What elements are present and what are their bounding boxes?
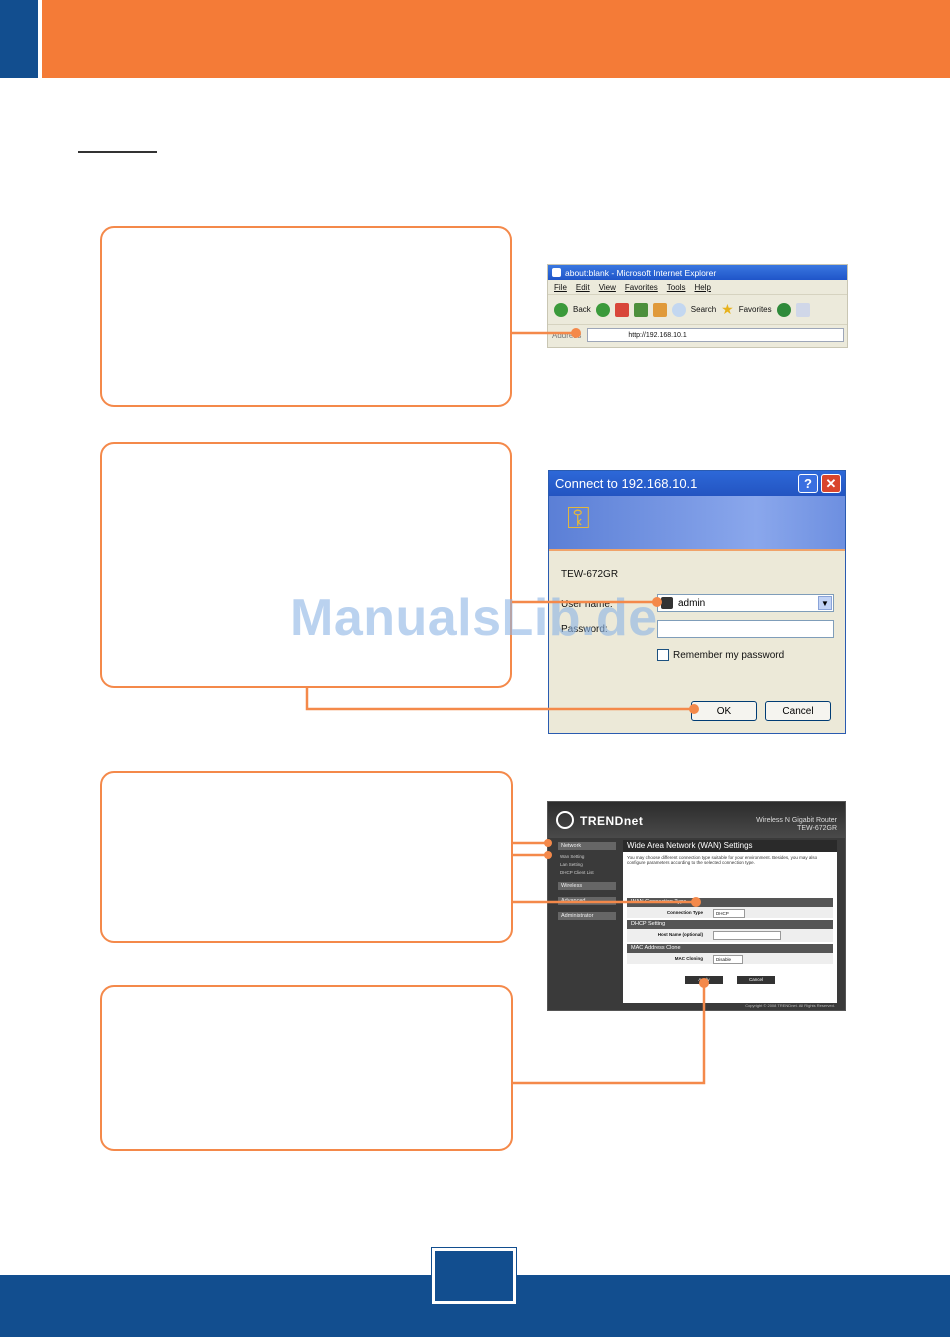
- mac-cloning-label: MAC Cloning: [674, 956, 703, 961]
- ie-menu-tools[interactable]: Tools: [666, 282, 686, 292]
- media-icon[interactable]: [776, 302, 791, 317]
- wan-settings-panel: Wide Area Network (WAN) Settings You may…: [623, 840, 837, 1003]
- connection-type-select[interactable]: DHCP: [713, 909, 745, 918]
- refresh-icon[interactable]: [633, 302, 648, 317]
- nav-sub-lan-setting[interactable]: Lan Setting: [560, 862, 583, 867]
- nav-network[interactable]: Network: [558, 842, 616, 850]
- back-arrow-icon[interactable]: [554, 302, 568, 317]
- nav-advanced[interactable]: Advanced: [558, 897, 616, 905]
- password-label: Password:: [561, 624, 608, 635]
- keys-icon: ⚿: [567, 502, 590, 535]
- remember-password-checkbox[interactable]: [657, 649, 669, 661]
- ie-menu-help[interactable]: Help: [694, 282, 711, 292]
- router-copyright: Copyright © 2008 TRENDnet. All Rights Re…: [745, 1003, 835, 1008]
- ie-menu-edit[interactable]: Edit: [575, 282, 590, 292]
- user-icon: [661, 597, 673, 609]
- router-web-ui: TRENDnet Wireless N Gigabit Router TEW-6…: [547, 801, 846, 1011]
- ie-menu-bar: File Edit View Favorites Tools Help: [548, 280, 847, 295]
- ie-menu-favorites[interactable]: Favorites: [624, 282, 658, 292]
- wan-connection-type-section: WAN Connection Type: [627, 898, 833, 907]
- host-name-label: Host Name (optional): [657, 932, 703, 937]
- ie-address-label: Address: [552, 330, 582, 340]
- mac-clone-section: MAC Address Clone: [627, 944, 833, 953]
- password-field[interactable]: [657, 620, 834, 638]
- host-name-row: Host Name (optional): [627, 929, 833, 942]
- login-dialog-title-bar: Connect to 192.168.10.1 ? ✕: [549, 471, 845, 496]
- cancel-button[interactable]: Cancel: [765, 701, 831, 721]
- router-product-line1: Wireless N Gigabit Router: [756, 817, 837, 824]
- header-orange-bar: [42, 0, 950, 78]
- dhcp-setting-section: DHCP Setting: [627, 920, 833, 929]
- ok-button[interactable]: OK: [691, 701, 757, 721]
- ie-address-value: http://192.168.10.1: [628, 331, 687, 339]
- ie-search-label[interactable]: Search: [690, 305, 717, 314]
- header-blue-block: [0, 0, 38, 78]
- mac-cloning-row: MAC Cloning Disable: [627, 953, 833, 964]
- callout-box-step-4: [100, 985, 513, 1151]
- router-cancel-button[interactable]: Cancel: [737, 976, 775, 984]
- callout-box-step-3: [100, 771, 513, 943]
- search-icon[interactable]: [671, 302, 686, 317]
- ie-favorites-label[interactable]: Favorites: [738, 305, 772, 314]
- router-product-line2: TEW-672GR: [797, 825, 837, 832]
- ie-title-text: about:blank - Microsoft Internet Explore…: [565, 267, 717, 278]
- close-icon[interactable]: ✕: [821, 474, 841, 493]
- ie-address-bar: Address http://192.168.10.1: [548, 325, 847, 345]
- ie-page-icon: [552, 268, 561, 277]
- nav-sub-wan-setting[interactable]: Wan Setting: [560, 854, 585, 859]
- chevron-down-icon[interactable]: ▼: [818, 596, 832, 610]
- router-header: TRENDnet Wireless N Gigabit Router TEW-6…: [548, 802, 845, 838]
- favorites-star-icon[interactable]: ★: [721, 301, 734, 317]
- nav-wireless[interactable]: Wireless: [558, 882, 616, 890]
- mac-cloning-select[interactable]: Disable: [713, 955, 743, 964]
- login-dialog-title: Connect to 192.168.10.1: [555, 476, 698, 491]
- ie-browser-screenshot: about:blank - Microsoft Internet Explore…: [547, 264, 848, 348]
- remember-password-option[interactable]: Remember my password: [657, 649, 784, 661]
- wan-panel-title: Wide Area Network (WAN) Settings: [623, 840, 837, 852]
- ie-back-label[interactable]: Back: [573, 305, 591, 314]
- connection-type-label: Connection Type: [666, 910, 703, 915]
- ie-menu-file[interactable]: File: [554, 282, 567, 292]
- stop-icon[interactable]: [614, 302, 629, 317]
- callout-box-step-2: [100, 442, 512, 688]
- remember-password-label: Remember my password: [673, 649, 785, 661]
- callout-box-step-1: [100, 226, 512, 407]
- ie-menu-view[interactable]: View: [598, 282, 616, 292]
- username-value: admin: [678, 597, 706, 609]
- login-dialog: Connect to 192.168.10.1 ? ✕ ⚿ TEW-672GR …: [548, 470, 846, 734]
- ie-title-bar: about:blank - Microsoft Internet Explore…: [548, 265, 847, 280]
- nav-administrator[interactable]: Administrator: [558, 912, 616, 920]
- connection-type-row: Connection Type DHCP: [627, 907, 833, 918]
- router-product: Wireless N Gigabit Router TEW-672GR: [756, 817, 837, 833]
- wan-panel-description: You may choose different connection type…: [627, 855, 818, 865]
- router-action-buttons: Apply Cancel: [627, 974, 833, 986]
- router-brand: TRENDnet: [580, 814, 644, 828]
- home-icon[interactable]: [652, 302, 667, 317]
- watermark: ManualsLib.de: [290, 589, 658, 647]
- trendnet-logo-icon: [556, 811, 574, 829]
- login-server-name: TEW-672GR: [561, 569, 619, 580]
- username-combobox[interactable]: admin ▼: [657, 594, 834, 612]
- ie-address-input[interactable]: http://192.168.10.1: [587, 328, 844, 342]
- forward-arrow-icon[interactable]: [595, 302, 610, 317]
- ie-toolbar: Back Search ★ Favorites: [548, 295, 847, 325]
- nav-sub-dhcp-client-list[interactable]: DHCP Client List: [560, 870, 594, 875]
- page-number-box: [432, 1248, 516, 1304]
- title-underline: [78, 151, 157, 153]
- help-icon[interactable]: ?: [798, 474, 818, 493]
- mail-icon[interactable]: [795, 302, 810, 317]
- host-name-input[interactable]: [713, 931, 781, 940]
- apply-button[interactable]: Apply: [685, 976, 723, 984]
- login-dialog-banner: ⚿: [549, 496, 845, 551]
- username-label: User name:: [561, 599, 613, 610]
